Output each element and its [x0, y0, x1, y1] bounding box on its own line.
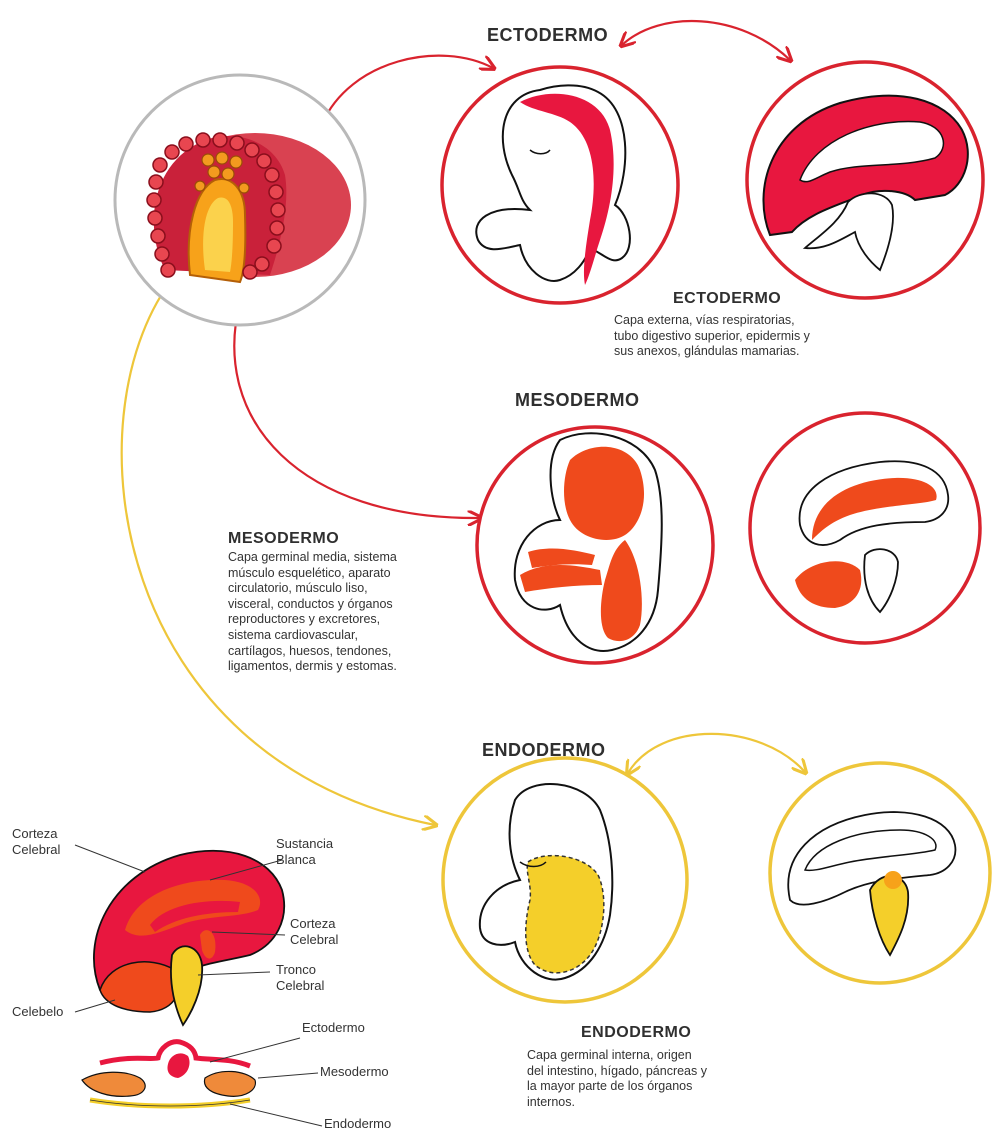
arrow-ectoderm-pair: [622, 21, 790, 60]
endoderm-desc-line: del intestino, hígado, páncreas y: [527, 1064, 765, 1080]
label-sustancia-blanca: Sustancia Blanca: [276, 836, 333, 868]
mesoderm-desc-line: reproductores y excretores,: [228, 612, 462, 628]
label-mesodermo: Mesodermo: [320, 1064, 389, 1080]
mesoderm-desc-line: músculo esquelético, aparato: [228, 566, 462, 582]
mesoderm-desc-line: Capa germinal media, sistema: [228, 550, 462, 566]
endoderm-desc-line: Capa germinal interna, origen: [527, 1048, 765, 1064]
endoderm-description: Capa germinal interna, origen del intest…: [527, 1048, 765, 1110]
label-line: Celebral: [12, 842, 60, 858]
label-line: Sustancia: [276, 836, 333, 852]
mesoderm-desc-line: circulatorio, músculo liso,: [228, 581, 462, 597]
arrow-endoderm-pair: [628, 734, 805, 773]
ectoderm-brain: [747, 62, 983, 298]
endoderm-desc-line: internos.: [527, 1095, 765, 1111]
label-line: Blanca: [276, 852, 333, 868]
ectoderm-desc-line: sus anexos, glándulas mamarias.: [614, 344, 876, 360]
endoderm-fetus: [443, 758, 687, 1002]
mesoderm-desc-line: ligamentos, dermis y estomas.: [228, 659, 462, 675]
ectoderm-description: Capa externa, vías respiratorias, tubo d…: [614, 313, 876, 360]
mesoderm-brain: [750, 413, 980, 643]
label-endodermo: Endodermo: [324, 1116, 391, 1132]
mesoderm-desc-line: visceral, conductos y órganos: [228, 597, 462, 613]
label-tronco-celebral: Tronco Celebral: [276, 962, 324, 994]
label-line: Celebral: [290, 932, 338, 948]
mesoderm-title: MESODERMO: [515, 390, 640, 411]
labeled-brain: [75, 845, 285, 1025]
ectoderm-title: ECTODERMO: [487, 25, 608, 46]
label-corteza-celebral-2: Corteza Celebral: [290, 916, 338, 948]
ectoderm-desc-line: Capa externa, vías respiratorias,: [614, 313, 876, 329]
label-line: Celebral: [276, 978, 324, 994]
layer-cross-section: [82, 1038, 322, 1126]
label-line: Corteza: [12, 826, 60, 842]
early-embryo: [115, 75, 365, 325]
label-line: Corteza: [290, 916, 338, 932]
mesoderm-desc-line: sistema cardiovascular,: [228, 628, 462, 644]
arrow-embryo-to-mesoderm: [234, 302, 480, 518]
endoderm-desc-line: la mayor parte de los órganos: [527, 1079, 765, 1095]
label-celebelo: Celebelo: [12, 1004, 63, 1020]
mesoderm-desc-title: MESODERMO: [228, 530, 339, 548]
endoderm-title: ENDODERMO: [482, 740, 606, 761]
mesoderm-desc-line: cartílagos, huesos, tendones,: [228, 644, 462, 660]
label-corteza-celebral-1: Corteza Celebral: [12, 826, 60, 858]
endoderm-brain: [770, 763, 990, 983]
ectoderm-desc-title: ECTODERMO: [673, 290, 781, 308]
label-line: Tronco: [276, 962, 324, 978]
mesoderm-description: Capa germinal media, sistema músculo esq…: [228, 550, 462, 675]
ectoderm-fetus: [442, 67, 678, 303]
label-ectodermo: Ectodermo: [302, 1020, 365, 1036]
endoderm-desc-title: ENDODERMO: [581, 1024, 691, 1042]
mesoderm-fetus: [477, 427, 713, 663]
ectoderm-desc-line: tubo digestivo superior, epidermis y: [614, 329, 876, 345]
